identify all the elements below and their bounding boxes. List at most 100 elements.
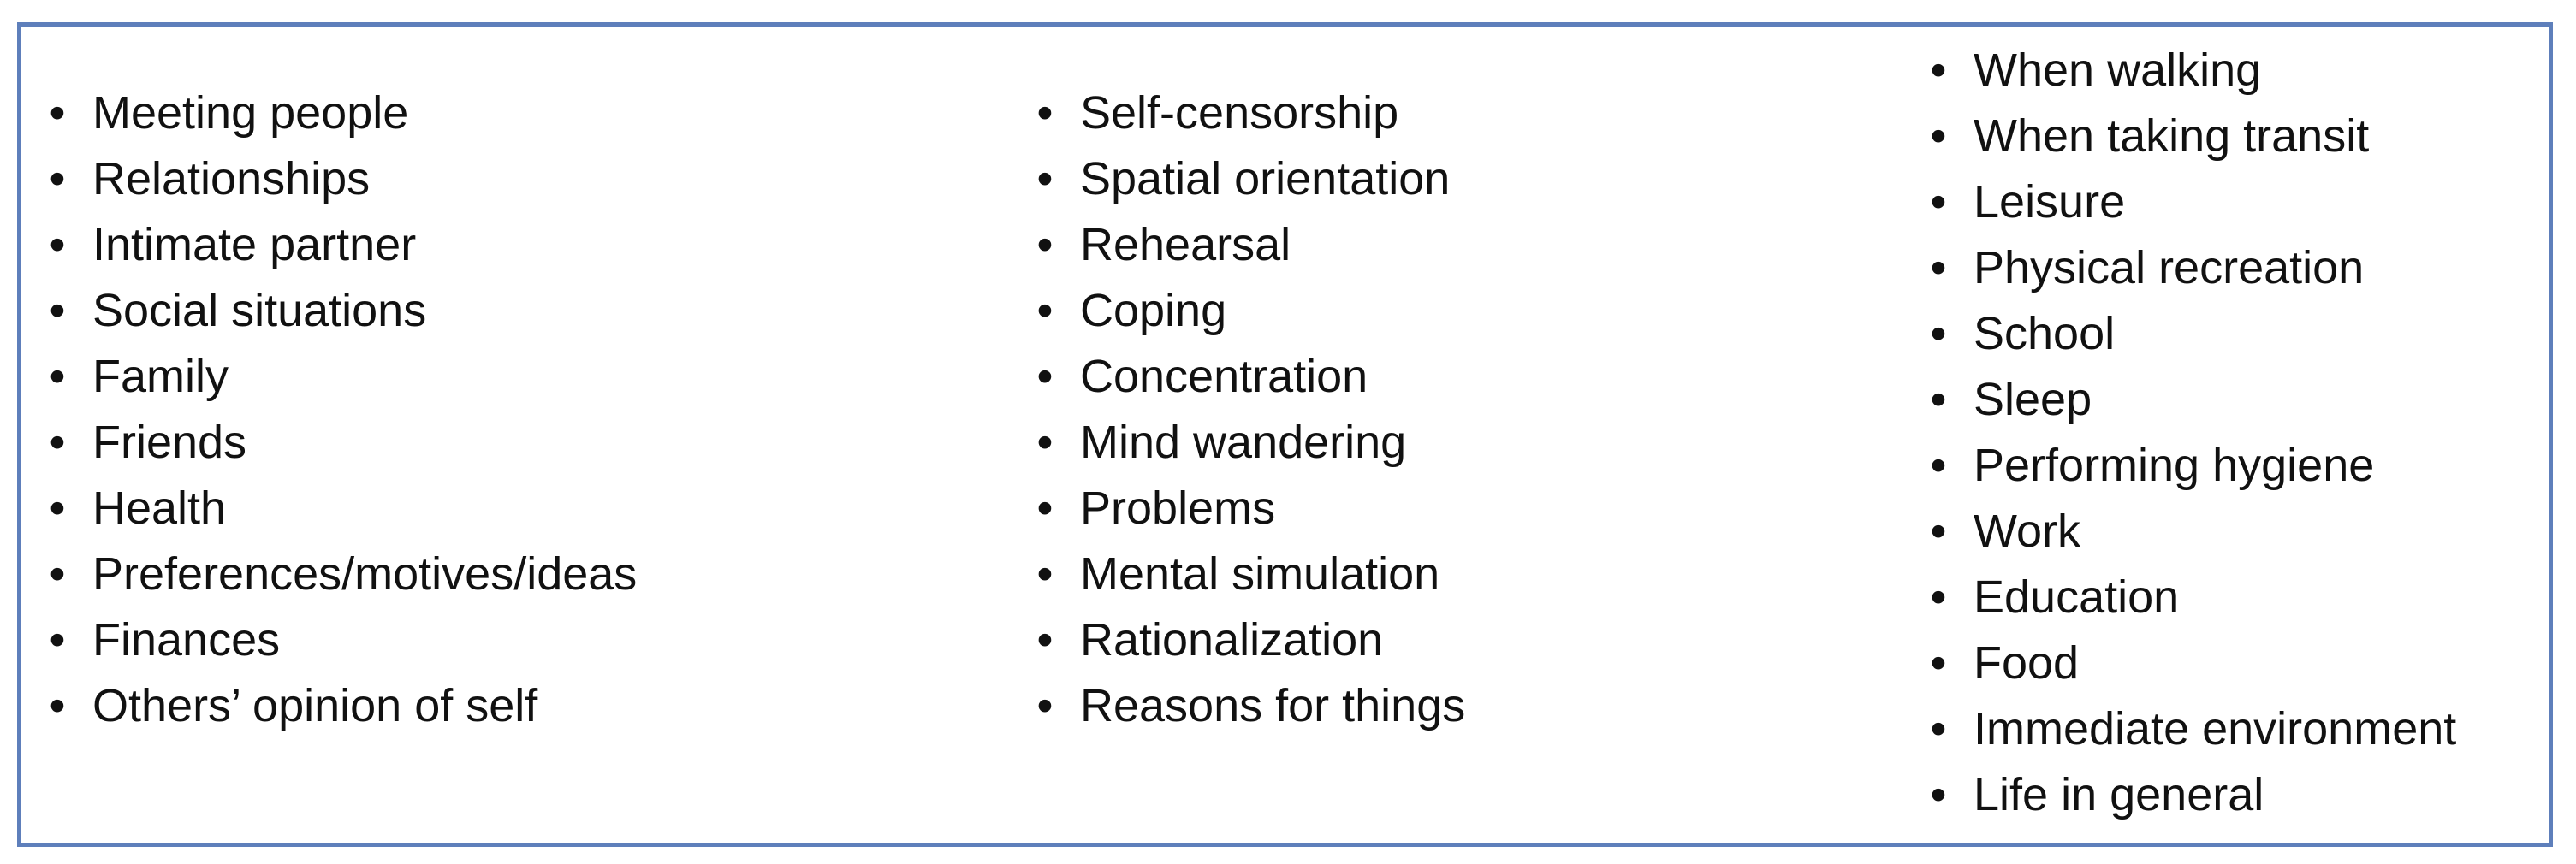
- bullet-icon: •: [49, 482, 66, 534]
- bullet-icon: •: [1930, 637, 1947, 689]
- list-item-label: When walking: [1974, 44, 2262, 96]
- list-item-label: Relationships: [92, 153, 371, 204]
- bullet-icon: •: [49, 680, 66, 731]
- list-item: • Work: [1926, 499, 2456, 565]
- list-item: • Mental simulation: [1032, 541, 1465, 607]
- bullet-icon: •: [1036, 417, 1054, 468]
- list-item: • When taking transit: [1926, 104, 2456, 169]
- list-item: • Intimate partner: [45, 212, 637, 278]
- list-item: • Food: [1926, 630, 2456, 696]
- list-item-label: Social situations: [92, 285, 427, 336]
- list-item: • Family: [45, 344, 637, 410]
- bullet-icon: •: [49, 285, 66, 336]
- list-item-label: School: [1974, 308, 2116, 359]
- list-item: • Others’ opinion of self: [45, 673, 637, 739]
- list-item: • Mind wandering: [1032, 410, 1465, 476]
- list-item: • Reasons for things: [1032, 673, 1466, 739]
- list-item: • Coping: [1032, 278, 1465, 344]
- bullet-icon: •: [1036, 614, 1054, 666]
- bullet-icon: •: [1036, 285, 1054, 336]
- bullet-icon: •: [1036, 680, 1054, 731]
- bullet-list-right: • When walking • When taking transit • Leis…: [1926, 38, 2457, 828]
- list-item: • Spatial orientation: [1032, 146, 1465, 212]
- bullet-icon: •: [49, 153, 66, 204]
- list-item-label: Friends: [92, 417, 247, 468]
- bullet-icon: •: [49, 219, 66, 270]
- list-item: • Friends: [45, 410, 637, 476]
- list-item: • Rationalization: [1032, 607, 1465, 673]
- bullet-icon: •: [1930, 703, 1947, 755]
- list-item-label: Health: [92, 482, 227, 534]
- bullet-icon: •: [49, 614, 66, 666]
- list-item: • Rehearsal: [1032, 212, 1465, 278]
- list-item: • When walking: [1926, 38, 2456, 104]
- list-item: • Social situations: [45, 278, 637, 344]
- bullet-icon: •: [1930, 571, 1947, 623]
- bullet-icon: •: [1036, 482, 1054, 534]
- bullet-icon: •: [49, 548, 66, 600]
- bullet-icon: •: [49, 417, 66, 468]
- bullet-icon: •: [1930, 44, 1947, 96]
- list-item: • Performing hygiene: [1926, 433, 2456, 499]
- list-item-label: Intimate partner: [92, 219, 417, 270]
- list-item-label: Spatial orientation: [1080, 153, 1451, 204]
- bullet-icon: •: [1930, 242, 1947, 293]
- list-item: • Immediate environment: [1926, 696, 2457, 762]
- bullet-icon: •: [1930, 769, 1947, 820]
- bullet-icon: •: [49, 351, 66, 402]
- list-item-label: Reasons for things: [1080, 680, 1466, 731]
- list-item: • Self-censorship: [1032, 80, 1465, 146]
- list-item-label: Rehearsal: [1080, 219, 1291, 270]
- bullet-icon: •: [1930, 176, 1947, 228]
- bullet-list-middle: • Self-censorship • Spatial orientation • R…: [1032, 80, 1466, 739]
- list-item-label: Rationalization: [1080, 614, 1384, 666]
- list-frame: [17, 22, 2553, 847]
- list-item: • School: [1926, 301, 2456, 367]
- list-item-label: Preferences/motives/ideas: [92, 548, 638, 600]
- list-item: • Sleep: [1926, 367, 2456, 433]
- list-item-label: Meeting people: [92, 87, 409, 139]
- list-item: • Problems: [1032, 476, 1465, 541]
- bullet-icon: •: [1930, 110, 1947, 162]
- list-item-label: Mental simulation: [1080, 548, 1440, 600]
- list-item-label: Problems: [1080, 482, 1276, 534]
- list-item: • Meeting people: [45, 80, 637, 146]
- list-item-label: Leisure: [1974, 176, 2126, 228]
- list-item-label: Finances: [92, 614, 281, 666]
- bullet-icon: •: [1036, 548, 1054, 600]
- list-item: • Physical recreation: [1926, 235, 2456, 301]
- list-item-label: Life in general: [1974, 769, 2264, 820]
- list-item-label: Immediate environment: [1974, 703, 2457, 755]
- list-item: • Life in general: [1926, 762, 2456, 828]
- bullet-icon: •: [1036, 87, 1054, 139]
- bullet-icon: •: [1930, 506, 1947, 557]
- list-item: • Relationships: [45, 146, 637, 212]
- list-item: • Finances: [45, 607, 637, 673]
- list-item: • Health: [45, 476, 637, 541]
- bullet-icon: •: [1036, 351, 1054, 402]
- bullet-icon: •: [1036, 219, 1054, 270]
- list-item-label: Mind wandering: [1080, 417, 1407, 468]
- list-item-label: Performing hygiene: [1974, 440, 2375, 491]
- list-item: • Concentration: [1032, 344, 1465, 410]
- bullet-icon: •: [1036, 153, 1054, 204]
- bullet-icon: •: [1930, 440, 1947, 491]
- bullet-icon: •: [49, 87, 66, 139]
- list-item: • Leisure: [1926, 169, 2456, 235]
- list-item-label: Food: [1974, 637, 2080, 689]
- list-item: • Preferences/motives/ideas: [45, 541, 638, 607]
- bullet-icon: •: [1930, 308, 1947, 359]
- list-item-label: Others’ opinion of self: [92, 680, 538, 731]
- list-item-label: Family: [92, 351, 229, 402]
- list-item-label: Sleep: [1974, 374, 2092, 425]
- list-item-label: Physical recreation: [1974, 242, 2365, 293]
- bullet-icon: •: [1930, 374, 1947, 425]
- list-item-label: Coping: [1080, 285, 1227, 336]
- list-item-label: Concentration: [1080, 351, 1368, 402]
- list-item-label: When taking transit: [1974, 110, 2370, 162]
- list-item-label: Education: [1974, 571, 2180, 623]
- list-item-label: Self-censorship: [1080, 87, 1399, 139]
- bullet-list-left: • Meeting people • Relationships • Intimate…: [45, 80, 638, 739]
- list-item-label: Work: [1974, 506, 2081, 557]
- list-item: • Education: [1926, 565, 2456, 630]
